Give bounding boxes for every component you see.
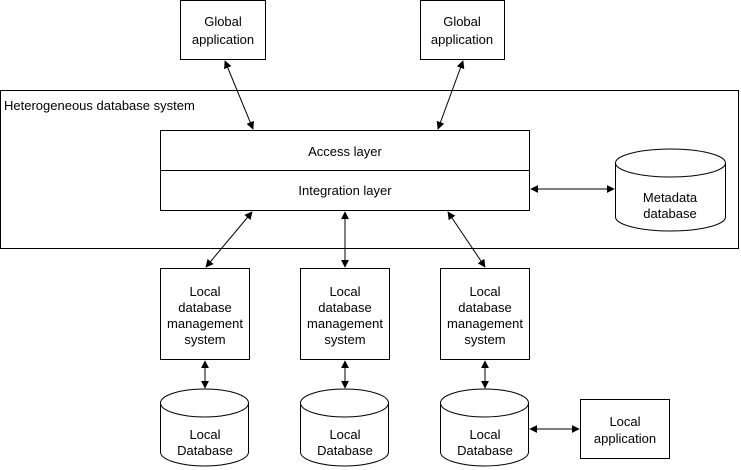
global-application-1-label-line2: application (192, 32, 254, 47)
local-database-2: Local Database (300, 388, 389, 467)
edge-integration-to-dbms-3 (447, 211, 486, 268)
local-database-2-line2: Database (317, 443, 373, 458)
local-application-line1: Local (609, 414, 640, 429)
access-layer: Access layer (160, 130, 530, 171)
local-dbms-2: Local database management system (300, 268, 390, 360)
local-dbms-1-line3: management (167, 316, 243, 331)
access-layer-label: Access layer (308, 144, 382, 159)
local-dbms-2-line2: database (318, 300, 372, 315)
local-dbms-2-line1: Local (329, 284, 360, 299)
global-application-1-label-line1: Global (204, 14, 242, 29)
edge-integration-to-dbms-1 (205, 211, 253, 268)
local-dbms-3-line4: system (464, 332, 505, 347)
local-dbms-3-line3: management (447, 316, 523, 331)
global-application-2-label-line2: application (431, 32, 493, 47)
local-dbms-1-line2: database (178, 300, 232, 315)
global-application-1: Global application (180, 0, 266, 60)
global-application-2: Global application (420, 0, 505, 60)
local-database-3-line2: Database (457, 443, 513, 458)
metadata-database-label-line2: database (643, 206, 697, 221)
edge-global-app-1-to-access-layer (224, 60, 254, 130)
global-application-2-label-line1: Global (443, 14, 481, 29)
metadata-database-label-line1: Metadata (643, 190, 698, 205)
local-database-3-line1: Local (469, 427, 500, 442)
local-application-line2: application (594, 431, 656, 446)
local-dbms-3-line1: Local (469, 284, 500, 299)
local-dbms-1-line1: Local (189, 284, 220, 299)
local-dbms-1: Local database management system (160, 268, 250, 360)
local-database-1-line1: Local (189, 427, 220, 442)
local-dbms-2-line3: management (307, 316, 383, 331)
local-dbms-2-line4: system (324, 332, 365, 347)
local-application: Local application (580, 399, 670, 459)
local-dbms-1-line4: system (184, 332, 225, 347)
system-label: Heterogeneous database system (4, 98, 195, 113)
integration-layer-label: Integration layer (298, 183, 392, 198)
edge-global-app-2-to-access-layer (436, 60, 465, 130)
local-database-2-line1: Local (329, 427, 360, 442)
integration-layer: Integration layer (160, 170, 530, 211)
local-database-1-line2: Database (177, 443, 233, 458)
local-dbms-3-line2: database (458, 300, 512, 315)
local-database-1: Local Database (160, 388, 249, 467)
metadata-database: Metadata database (615, 148, 726, 232)
local-database-3: Local Database (440, 388, 529, 467)
local-dbms-3: Local database management system (440, 268, 530, 360)
